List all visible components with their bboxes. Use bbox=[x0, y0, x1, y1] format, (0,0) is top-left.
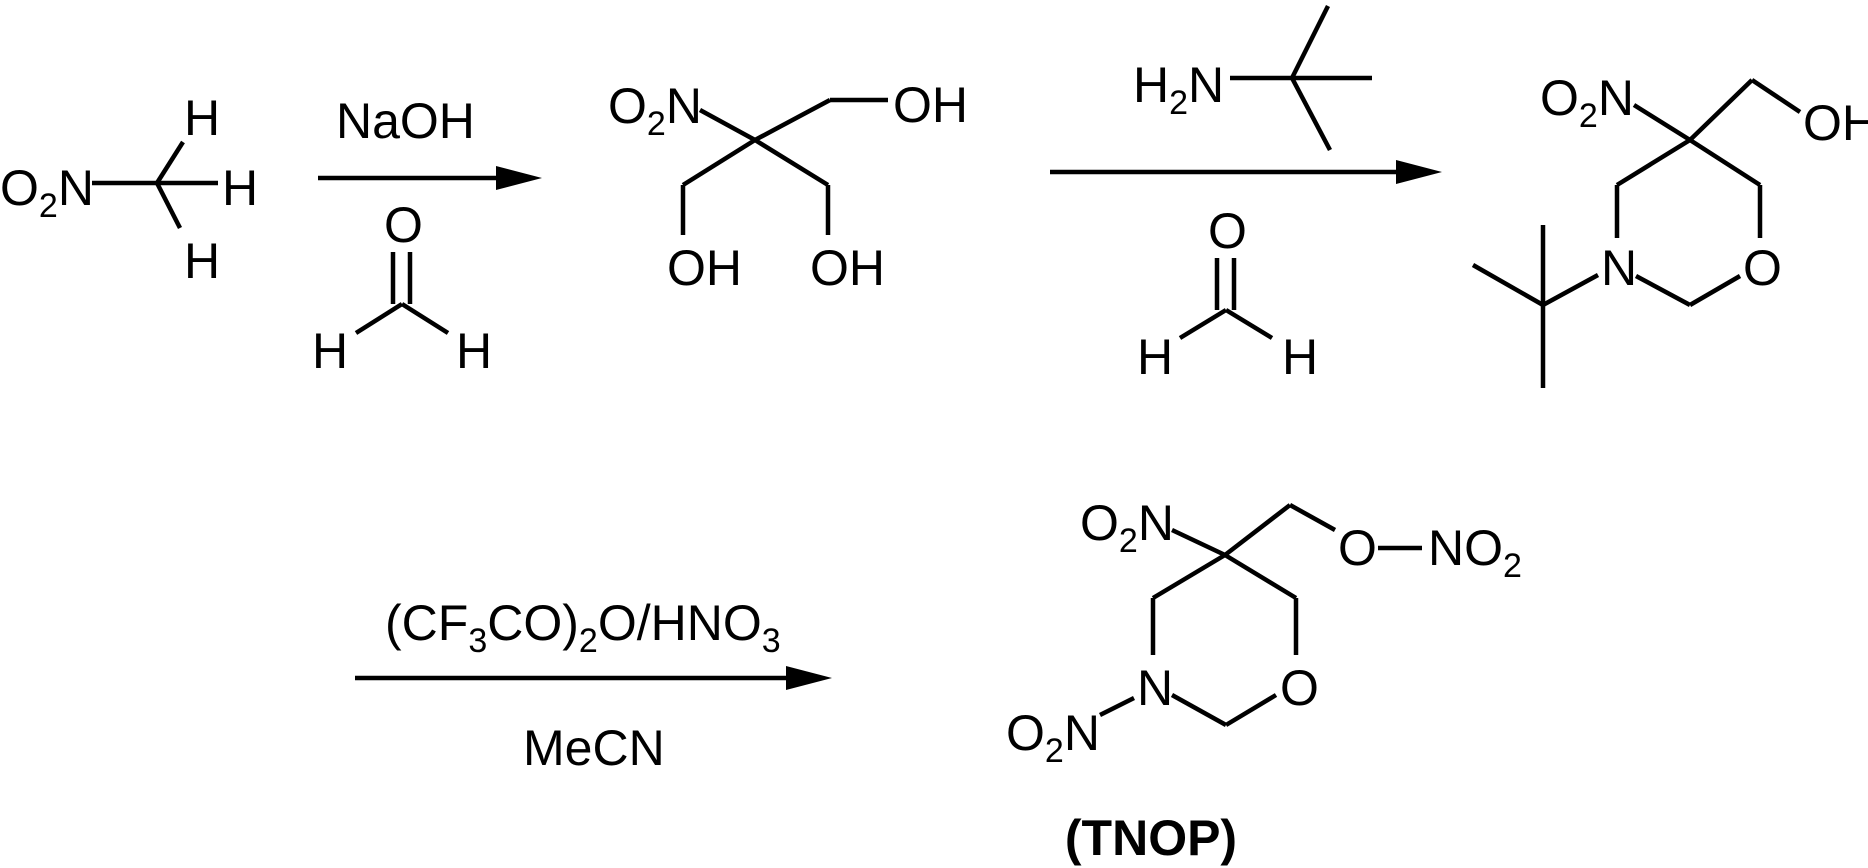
oh-label: OH bbox=[1803, 95, 1868, 151]
c5-c4-bond bbox=[1615, 138, 1692, 187]
c5-ch2-bond bbox=[1688, 78, 1754, 142]
n-c5-bond bbox=[1171, 527, 1226, 558]
c-h-left-bond bbox=[1178, 308, 1228, 340]
triol-molecule: O2N OH OH OH bbox=[608, 77, 968, 296]
ring-n-label: N bbox=[1137, 660, 1173, 716]
h-right-label: H bbox=[222, 160, 258, 216]
oxazinane-molecule: O2N OH N O bbox=[1471, 70, 1868, 388]
n-no2-label: O2N bbox=[1006, 705, 1100, 770]
c2-o1-bond bbox=[1688, 274, 1742, 307]
ring-o-label: O bbox=[1280, 660, 1319, 716]
c6-c5-bond bbox=[1223, 553, 1298, 600]
n-no2-bond bbox=[1098, 695, 1136, 718]
h-left-label: H bbox=[1137, 329, 1173, 385]
c-h-right-bond bbox=[400, 302, 450, 335]
ester-no2-label: NO2 bbox=[1428, 520, 1522, 585]
oh-mid-label: OH bbox=[810, 240, 885, 296]
c5-c4-bond bbox=[1151, 553, 1227, 600]
n3-c2-bond bbox=[1634, 274, 1692, 307]
ring-o-label: O bbox=[1743, 240, 1782, 296]
tert-butylamine: H2N bbox=[1133, 4, 1372, 152]
tbu-me-left-bond bbox=[1471, 263, 1545, 307]
ch2-oh-bond bbox=[1750, 78, 1802, 114]
h-right-label: H bbox=[456, 323, 492, 379]
ch2-o-bond bbox=[1288, 503, 1337, 532]
step3-reagents: (CF3CO)2O/HNO3 MeCN bbox=[355, 595, 832, 776]
oxazinane-no2-label: O2N bbox=[1540, 70, 1634, 135]
c-h-right-bond bbox=[1224, 308, 1274, 340]
tnop-molecule: O2N O NO2 N O O2N (TNOP) bbox=[1006, 495, 1522, 866]
step2-arrowhead bbox=[1396, 160, 1442, 184]
c6-c5-bond bbox=[1688, 138, 1762, 187]
ester-o-label: O bbox=[1338, 520, 1377, 576]
c-h-top-bond bbox=[155, 140, 185, 185]
h-top-label: H bbox=[184, 90, 220, 146]
tnop-caption: (TNOP) bbox=[1065, 810, 1237, 866]
mecn-label: MeCN bbox=[523, 720, 665, 776]
h2n-label: H2N bbox=[1133, 57, 1224, 122]
nitromethane-no2-label: O2N bbox=[0, 160, 94, 225]
c5-ch2-bond bbox=[1223, 503, 1292, 557]
step2-reagents: H2N O H H bbox=[1050, 4, 1442, 385]
formaldehyde-1: O H H bbox=[312, 197, 492, 379]
c-h-left-bond bbox=[354, 302, 404, 335]
h-bottom-label: H bbox=[184, 233, 220, 289]
h-left-label: H bbox=[312, 323, 348, 379]
ring-n-label: N bbox=[1601, 240, 1637, 296]
naoh-label: NaOH bbox=[336, 93, 475, 149]
c-ch2-left-bond bbox=[681, 138, 757, 187]
n-c5-bond bbox=[1632, 103, 1692, 142]
n-c-bond bbox=[698, 108, 757, 142]
c-me-down-bond bbox=[1290, 76, 1332, 152]
formaldehyde-o-label: O bbox=[1208, 203, 1247, 259]
oh-right-label: OH bbox=[893, 77, 968, 133]
h-right-label: H bbox=[1282, 329, 1318, 385]
triol-no2-label: O2N bbox=[608, 78, 702, 143]
c-ch2-right-bond bbox=[753, 98, 832, 142]
step3-arrowhead bbox=[786, 666, 832, 690]
c-ch2-mid-bond bbox=[753, 138, 830, 187]
c-me-up-bond bbox=[1289, 4, 1331, 80]
nitrating-agent-label: (CF3CO)2O/HNO3 bbox=[385, 595, 781, 660]
formaldehyde-o-label: O bbox=[384, 197, 423, 253]
n3-c2-bond bbox=[1170, 693, 1228, 727]
oh-left-label: OH bbox=[667, 240, 742, 296]
c2-o1-bond bbox=[1224, 693, 1278, 727]
c-h-bottom-bond bbox=[154, 181, 183, 230]
n-tbu-bond bbox=[1541, 273, 1600, 307]
step1-arrowhead bbox=[496, 166, 542, 190]
tnop-no2-top-label: O2N bbox=[1080, 495, 1174, 560]
step1-reagents: NaOH O H H bbox=[312, 93, 542, 379]
nitromethane-molecule: O2N H H H bbox=[0, 90, 258, 289]
formaldehyde-2: O H H bbox=[1137, 203, 1318, 385]
